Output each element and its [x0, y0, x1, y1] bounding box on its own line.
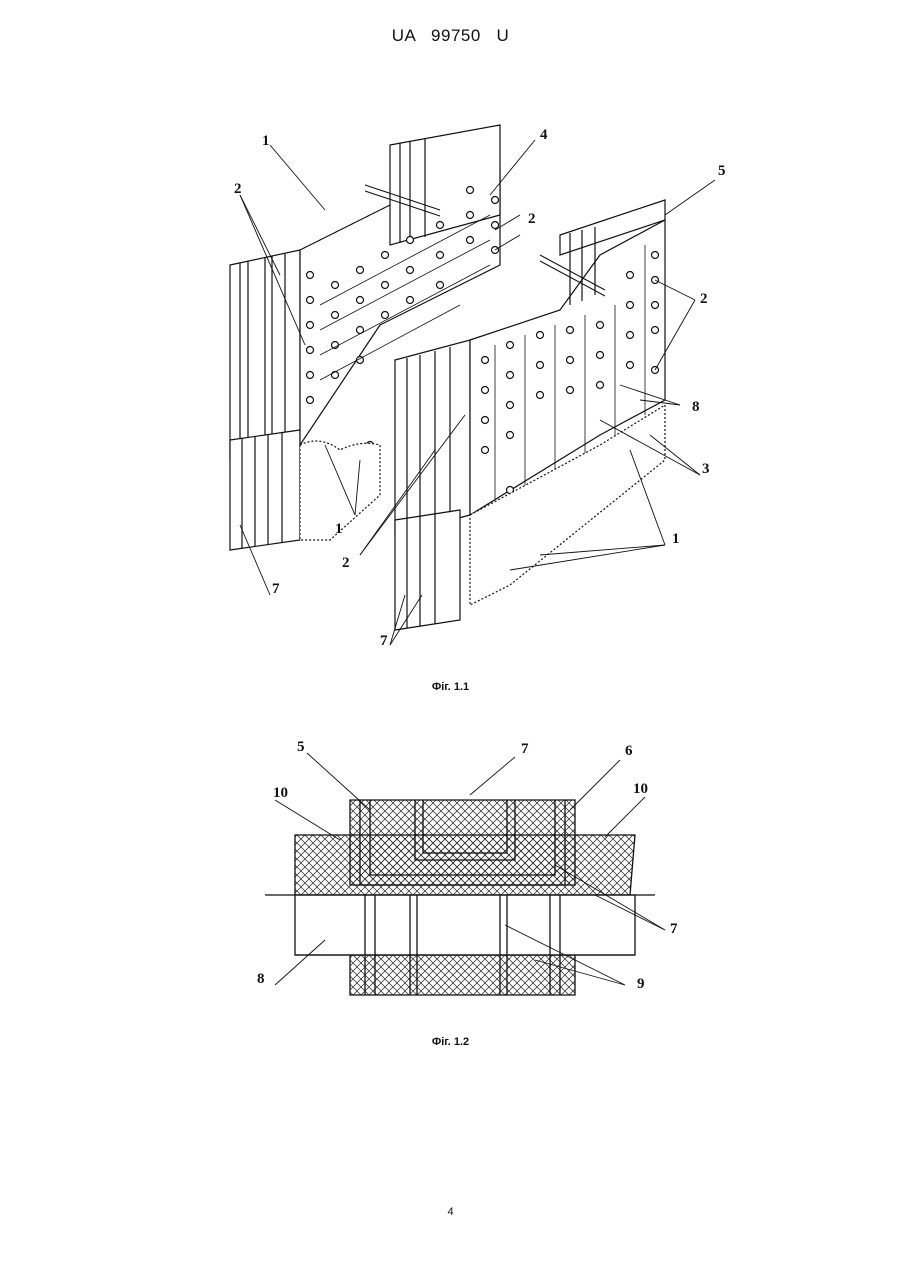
label-7-left: 7	[272, 581, 280, 597]
figure-1-2-drawing: 5 7 6 10 10 7 8 9	[245, 735, 705, 1025]
label-6: 1	[262, 133, 270, 149]
right-wall-block	[395, 340, 470, 630]
label-1-right: 1	[672, 531, 680, 547]
label-3: 3	[702, 461, 710, 477]
figure-1-1-drawing: 1 2 4 2 5 2 8 3 1 1 2 7 7	[210, 115, 730, 660]
upper-concrete-block	[350, 800, 575, 885]
lower-concrete-block	[350, 955, 575, 995]
fig2-label-10-left: 10	[273, 785, 288, 801]
label-2-d: 2	[342, 555, 350, 571]
label-2-b: 2	[528, 211, 536, 227]
fig2-label-9: 9	[637, 976, 645, 992]
figure-1-2-caption: Фіг. 1.2	[0, 1036, 901, 1048]
left-wall-block	[230, 250, 300, 550]
label-4: 4	[540, 127, 548, 143]
patent-header: UA 99750 U	[0, 26, 901, 46]
fig2-label-10-right: 10	[633, 781, 648, 797]
label-2-a: 2	[234, 181, 242, 197]
fig2-label-7-top: 7	[521, 741, 529, 757]
fig2-label-8: 8	[257, 971, 265, 987]
label-2-c: 2	[700, 291, 708, 307]
label-8: 8	[692, 399, 700, 415]
fig2-label-5: 5	[297, 739, 305, 755]
fig2-label-6: 6	[625, 743, 633, 759]
label-7-right: 7	[380, 633, 388, 649]
label-1-left: 1	[335, 521, 343, 537]
label-5: 5	[718, 163, 726, 179]
fig2-label-7-right: 7	[670, 921, 678, 937]
page-number: 4	[0, 1206, 901, 1218]
figure-1-1-caption: Фіг. 1.1	[0, 681, 901, 693]
